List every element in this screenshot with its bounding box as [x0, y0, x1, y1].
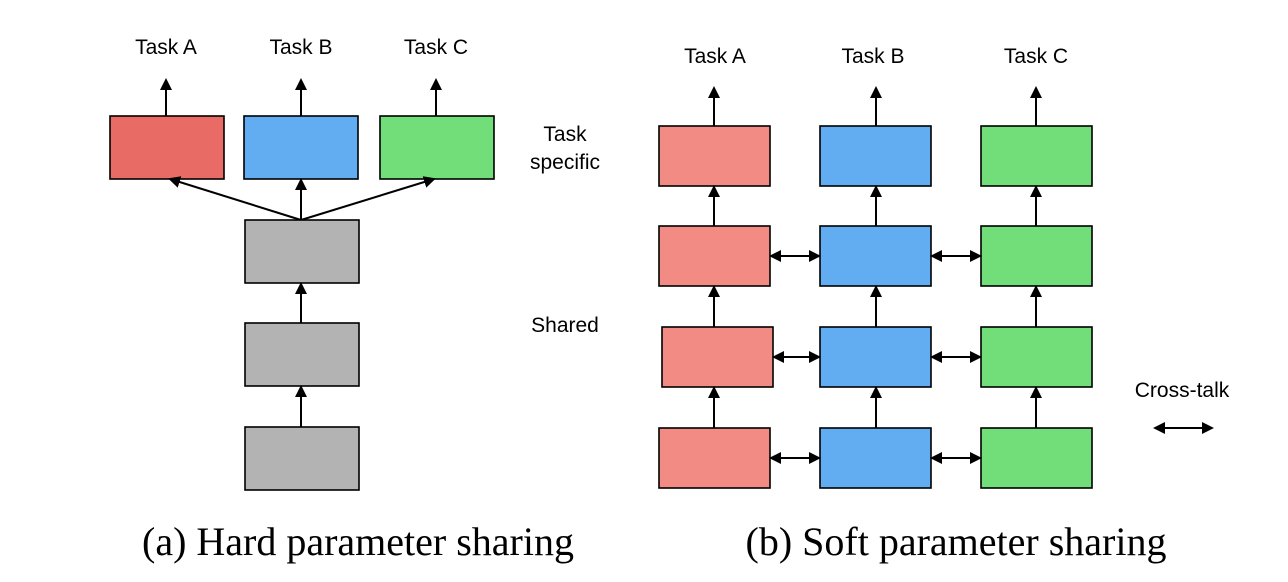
soft-c-layer-1: [980, 427, 1093, 489]
soft-c-layer-2: [980, 326, 1093, 388]
cross-talk-label: Cross-talk: [1135, 379, 1230, 402]
soft-a-layer-1: [658, 427, 771, 489]
hard-task-a-head: [109, 115, 225, 180]
shared-label: Shared: [531, 314, 599, 337]
soft-caption: (b) Soft parameter sharing: [746, 519, 1167, 564]
hard-task-c-label: Task C: [404, 36, 468, 59]
soft-b-layer-4: [819, 125, 932, 187]
task-specific-label-line2: specific: [530, 151, 600, 174]
hard-sharing-panel: Task A Task B Task C (a) Hard parameter …: [109, 36, 574, 564]
soft-b-layer-3: [819, 225, 932, 287]
soft-task-c-label: Task C: [1004, 45, 1068, 68]
hard-shared-layer-3: [244, 219, 360, 284]
hard-caption: (a) Hard parameter sharing: [142, 519, 574, 564]
soft-b-layer-1: [819, 427, 932, 489]
soft-a-layer-3: [658, 225, 771, 287]
hard-task-b-head: [243, 115, 359, 180]
soft-task-a-label: Task A: [684, 45, 746, 68]
hard-shared-layer-2: [244, 322, 360, 387]
soft-sharing-panel: Task A Task B Task C: [658, 45, 1167, 564]
hard-task-a-label: Task A: [135, 36, 197, 59]
task-specific-label-line1: Task: [543, 123, 587, 146]
hard-task-b-label: Task B: [269, 36, 332, 59]
soft-a-layer-4: [658, 125, 771, 187]
cross-talk-legend: Cross-talk: [1135, 379, 1230, 434]
hard-shared-layer-1: [244, 426, 360, 491]
hard-split-arrow-a: [168, 176, 302, 221]
soft-task-b-label: Task B: [841, 45, 904, 68]
soft-c-layer-4: [980, 125, 1093, 187]
layer-type-labels: Task specific Shared: [530, 123, 600, 337]
soft-c-layer-3: [980, 225, 1093, 287]
soft-a-layer-2: [661, 326, 774, 388]
hard-task-c-head: [379, 115, 495, 180]
soft-b-layer-2: [819, 326, 932, 388]
hard-split-arrow-c: [300, 176, 436, 221]
